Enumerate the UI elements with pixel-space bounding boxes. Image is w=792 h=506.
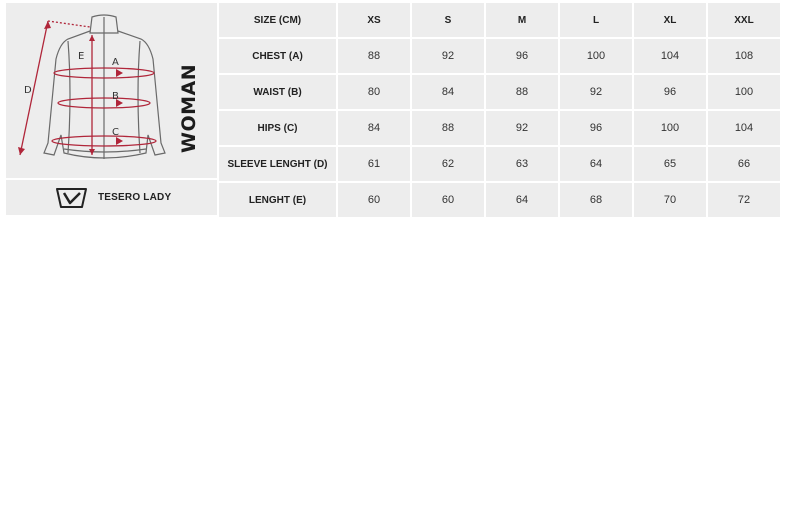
table-cell: 96 [560,111,632,145]
table-cell: 104 [708,111,780,145]
table-cell: 72 [708,183,780,217]
table-cell: 61 [338,147,410,181]
table-cell: 108 [708,39,780,73]
table-cell: 60 [412,183,484,217]
table-cell: 96 [486,39,558,73]
size-table: SIZE (CM) XS S M L XL XXL CHEST (A) 88 9… [219,3,780,217]
header-l: L [560,3,632,37]
label-d: D [24,85,32,96]
table-cell: 84 [412,75,484,109]
table-cell: 92 [560,75,632,109]
label-b: B [112,91,119,102]
brand-cell: TESERO LADY [6,180,217,215]
table-cell: 88 [338,39,410,73]
table-cell: 96 [634,75,706,109]
header-xs: XS [338,3,410,37]
table-cell: 64 [486,183,558,217]
table-cell: 68 [560,183,632,217]
row-label-chest: CHEST (A) [219,39,336,73]
row-label-length: LENGHT (E) [219,183,336,217]
product-name: TESERO LADY [98,192,172,203]
label-c: C [112,127,119,138]
table-cell: 84 [338,111,410,145]
table-cell: 88 [486,75,558,109]
label-a: A [112,57,119,68]
table-cell: 100 [708,75,780,109]
tesero-v-logo-icon [56,188,87,208]
header-m: M [486,3,558,37]
table-cell: 60 [338,183,410,217]
table-cell: 92 [412,39,484,73]
table-cell: 88 [412,111,484,145]
gender-label: WOMAN [178,63,200,153]
table-cell: 100 [560,39,632,73]
table-cell: 66 [708,147,780,181]
header-size: SIZE (CM) [219,3,336,37]
label-e: E [78,51,84,62]
table-cell: 70 [634,183,706,217]
row-label-hips: HIPS (C) [219,111,336,145]
table-cell: 63 [486,147,558,181]
size-chart: D E A B C WOMAN TESERO LADY SIZE (CM) XS… [6,3,782,217]
table-cell: 62 [412,147,484,181]
table-cell: 92 [486,111,558,145]
table-cell: 100 [634,111,706,145]
header-xl: XL [634,3,706,37]
jacket-diagram-icon: D E A B C [18,14,166,159]
table-cell: 64 [560,147,632,181]
row-label-sleeve: SLEEVE LENGHT (D) [219,147,336,181]
garment-illustration: D E A B C WOMAN [6,3,217,178]
table-cell: 104 [634,39,706,73]
table-cell: 65 [634,147,706,181]
row-label-waist: WAIST (B) [219,75,336,109]
table-cell: 80 [338,75,410,109]
header-xxl: XXL [708,3,780,37]
header-s: S [412,3,484,37]
